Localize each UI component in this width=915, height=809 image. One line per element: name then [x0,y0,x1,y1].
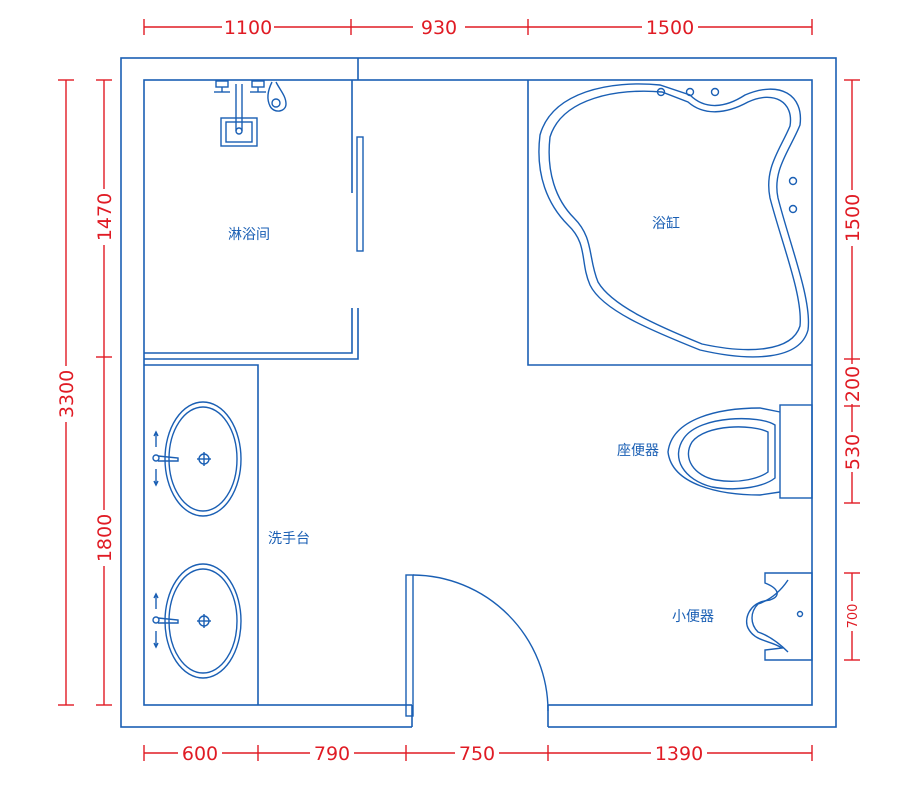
dimension-right: 1500 200 530 700 [841,79,864,661]
toilet-seat [677,417,776,490]
bathtub-inner-basin [548,90,801,351]
bathtub-tap-icon [656,87,798,214]
shower-glass-door [356,136,364,252]
dim-top-1: 1100 [224,17,272,39]
bathtub-label: 浴缸 [652,215,680,232]
vanity-counter [144,364,259,705]
toilet-seat-inner [687,426,769,482]
dim-bottom-1: 600 [182,743,218,765]
urinal-drain [796,610,804,618]
walls [120,57,837,729]
sink-1 [152,401,242,517]
toilet-tank [779,404,813,499]
shower-room-label: 淋浴间 [228,227,270,243]
urinal-label: 小便器 [672,609,714,625]
bathtub: 浴缸 [527,80,812,366]
dim-bottom-4: 1390 [655,743,703,765]
toilet-bowl-outer [667,407,781,496]
dim-left-1: 1470 [94,193,116,241]
shower-head-icon [214,80,287,147]
door-swing-arc [412,574,549,712]
dimension-bottom: 600 790 750 1390 [143,741,813,765]
dim-right-1: 1500 [842,194,864,242]
dim-bottom-2: 790 [314,743,350,765]
urinal: 小便器 [672,572,813,661]
urinal-body [745,572,813,661]
shower-partition-bottom-outer [144,308,359,360]
dim-bottom-3: 750 [459,743,495,765]
shower-partition-bottom [144,308,353,354]
outer-wall [120,57,837,728]
sink-2 [152,563,242,679]
urinal-bowl [751,579,789,653]
dim-left-2: 1800 [94,514,116,562]
shower-room: 淋浴间 [144,80,364,360]
bathtub-outer-rim [538,83,810,358]
dimension-top: 1100 930 1500 [143,14,813,39]
dimension-left-inner: 1470 1800 [93,79,116,706]
door-gap [412,703,548,729]
dim-right-3: 530 [842,434,864,470]
vanity-label: 洗手台 [268,531,310,547]
vanity: 洗手台 [144,364,310,705]
dim-top-2: 930 [421,17,457,39]
toilet: 座便器 [617,404,813,499]
bathtub-enclosure [527,80,812,366]
dimension-left-outer: 3300 [55,79,78,706]
toilet-label: 座便器 [617,443,659,459]
dim-top-3: 1500 [646,17,694,39]
dim-left-total: 3300 [56,370,78,418]
door-leaf [405,574,414,717]
entrance-door [405,574,549,717]
dim-right-4: 700 [846,604,861,629]
dim-right-2: 200 [842,366,864,402]
